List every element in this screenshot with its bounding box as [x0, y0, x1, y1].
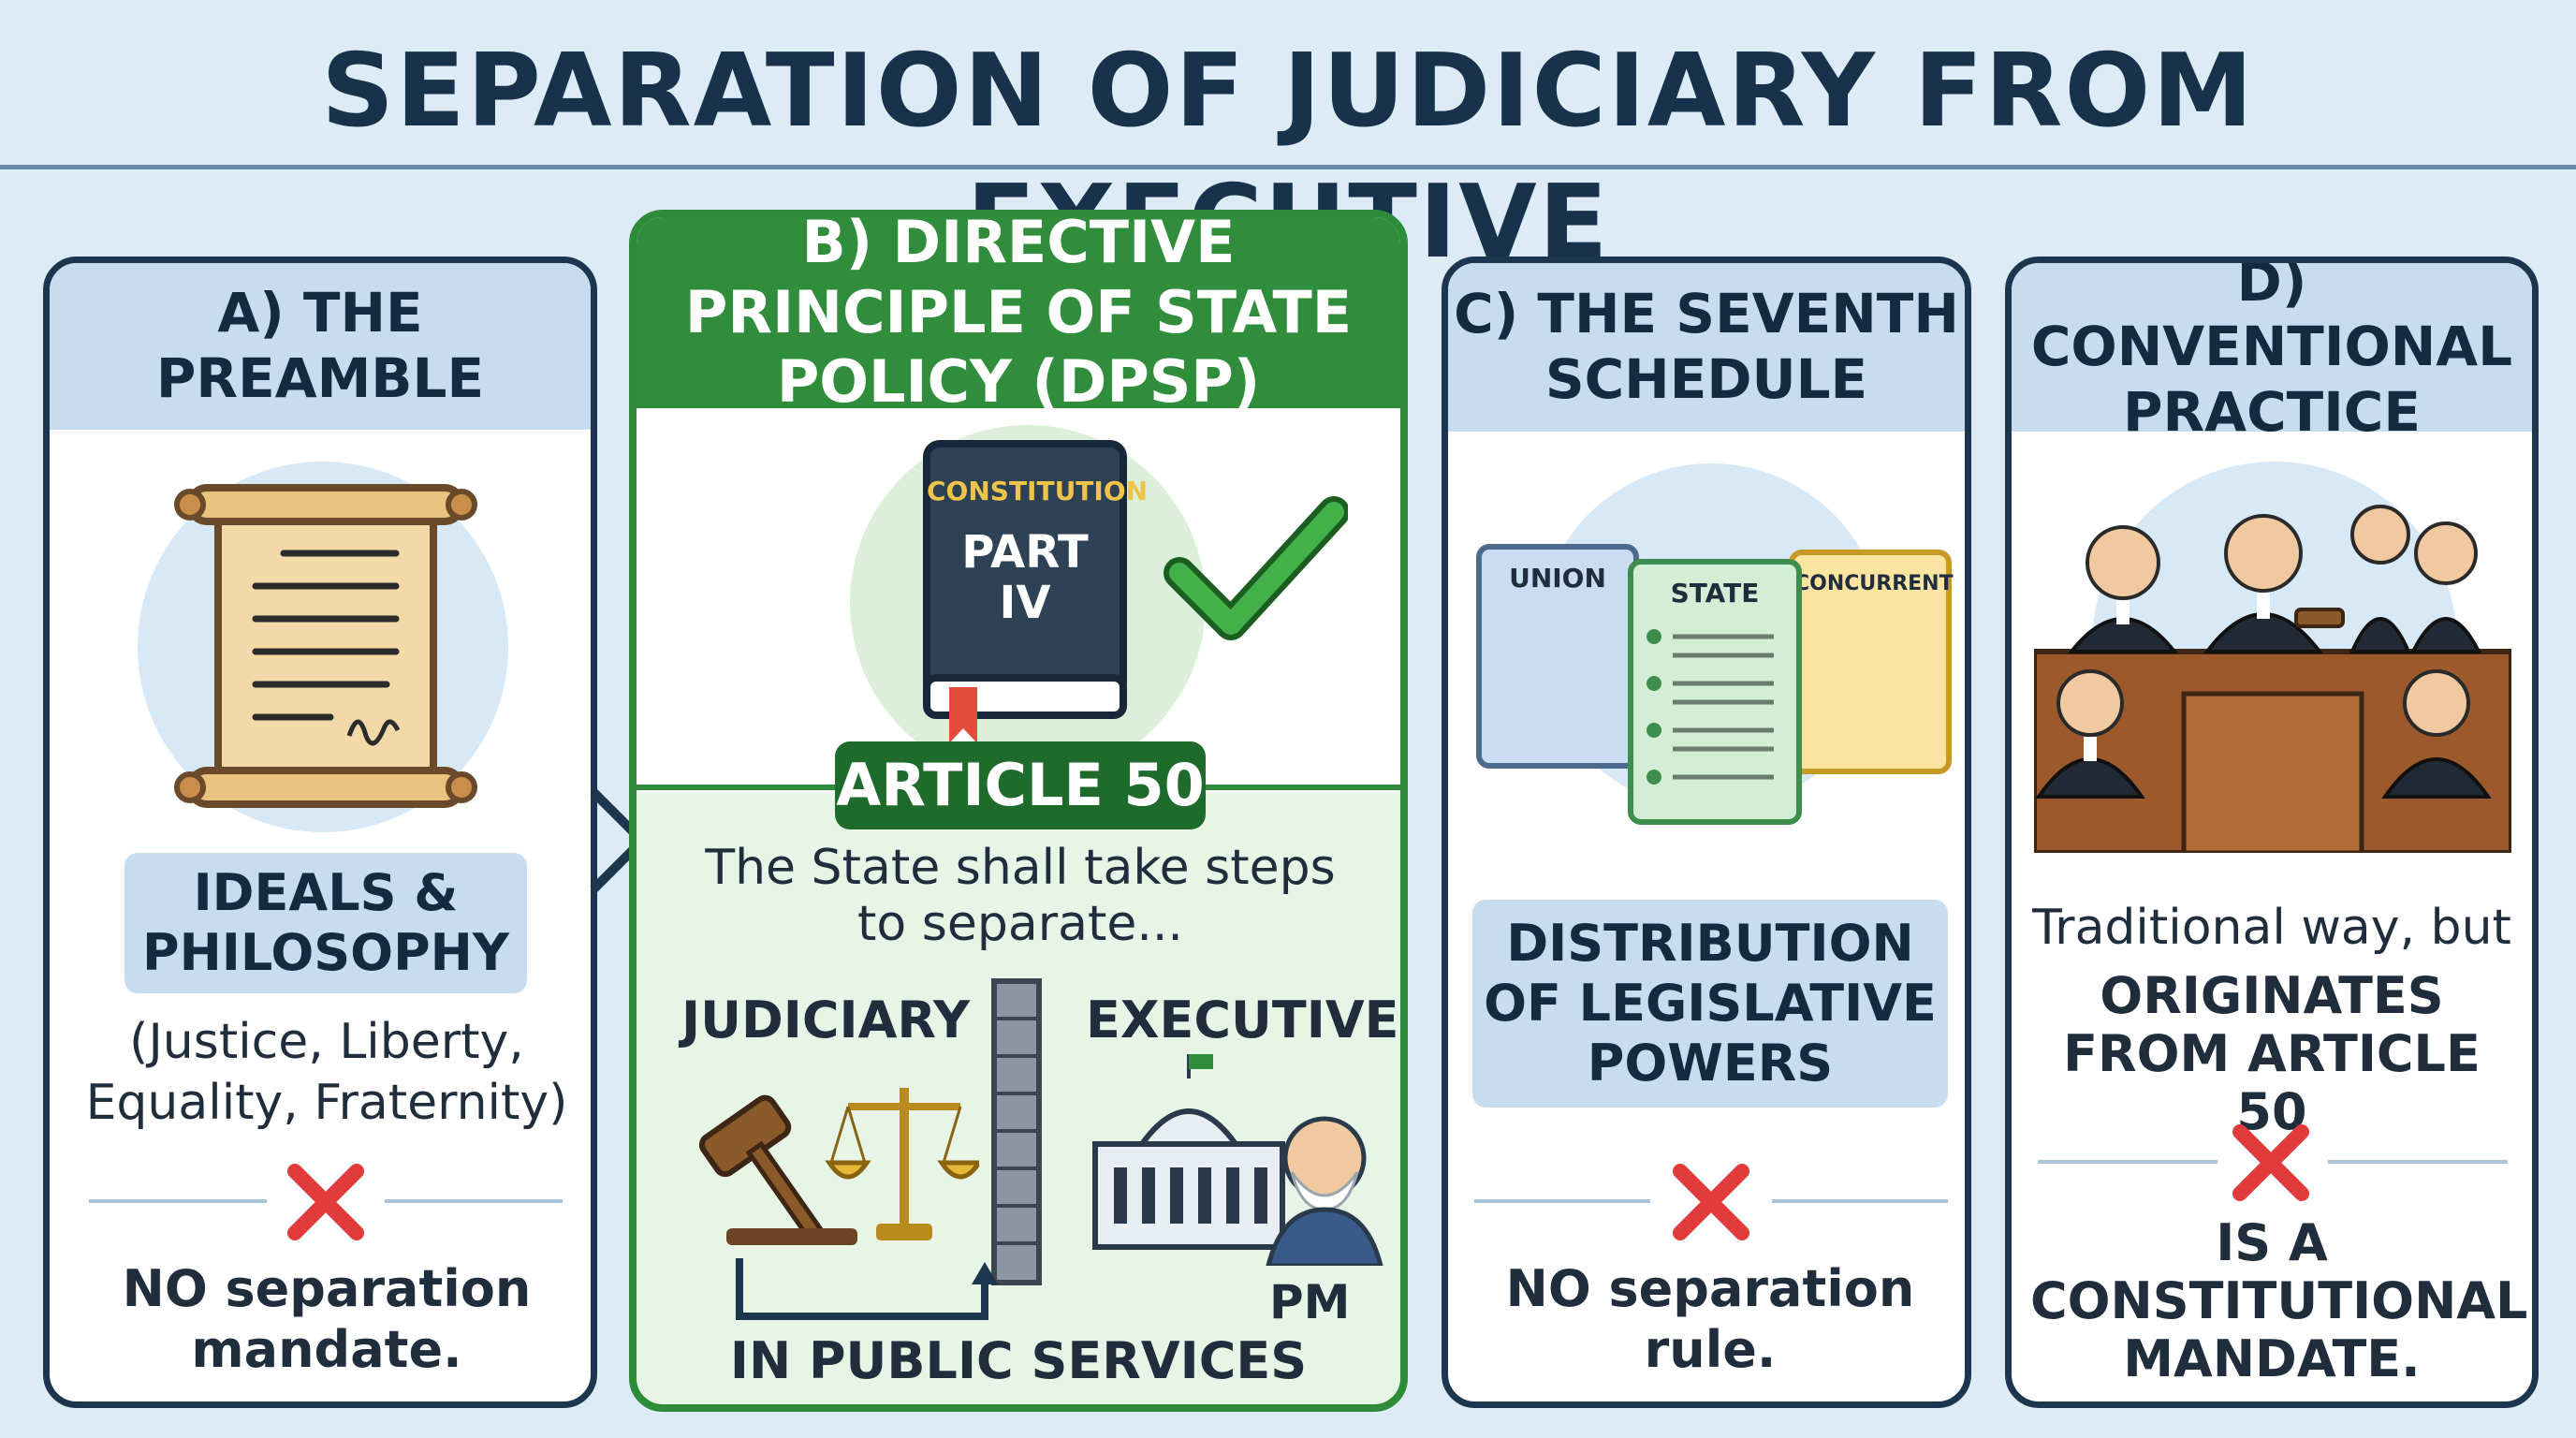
x-mark-icon	[2232, 1124, 2309, 1201]
divider-left	[1474, 1199, 1650, 1203]
constitution-book-icon	[923, 440, 1127, 743]
state-list-card: STATE	[1628, 559, 1802, 825]
panel-b-heading: B) DIRECTIVE PRINCIPLE OF STATE POLICY (…	[637, 217, 1400, 416]
mandate-verdict: IS A CONSTITUTIONAL MANDATE.	[2030, 1213, 2528, 1389]
schedule-verdict: NO separation rule.	[1505, 1259, 1915, 1379]
divider-right	[1772, 1199, 1948, 1203]
panel-dpsp: B) DIRECTIVE PRINCIPLE OF STATE POLICY (…	[629, 210, 1408, 1412]
union-list-card: UNION	[1476, 544, 1639, 769]
gavel-scales-icon	[698, 1088, 979, 1245]
divider-right	[2328, 1160, 2508, 1164]
page-title: SEPARATION OF JUDICIARY FROM EXECUTIVE	[321, 33, 2255, 281]
pm-label: PM	[1269, 1275, 1351, 1329]
executive-label: EXECUTIVE	[1086, 990, 1399, 1049]
flow-arrow-icon	[736, 1258, 998, 1320]
book-part: PART	[961, 526, 1089, 579]
judiciary-label: JUDICIARY	[681, 990, 971, 1049]
distribution-tag: DISTRIBUTION OF LEGISLATIVE POWERS	[1472, 900, 1948, 1108]
divider-left	[89, 1199, 267, 1203]
title-divider	[0, 165, 2576, 169]
panel-seventh-schedule: C) THE SEVENTH SCHEDULE UNION CONCURRENT…	[1442, 257, 1971, 1408]
panel-conventional-practice: D) CONVENTIONAL PRACTICE Traditional way…	[2005, 257, 2539, 1408]
separation-wall-icon	[991, 978, 1042, 1285]
divider-left	[2038, 1160, 2217, 1164]
concurrent-list-card: CONCURRENT	[1789, 550, 1954, 774]
state-list-lines-icon	[1647, 629, 1774, 785]
ideals-list: (Justice, Liberty, Equality, Fraternity)	[85, 1014, 568, 1131]
article-50-badge: ARTICLE 50	[835, 741, 1206, 829]
check-mark-icon	[1164, 496, 1348, 640]
panel-d-heading: D) CONVENTIONAL PRACTICE	[2012, 263, 2532, 444]
panel-c-heading: C) THE SEVENTH SCHEDULE	[1448, 263, 1965, 432]
parliament-pm-icon	[1092, 1054, 1383, 1266]
judges-bench-icon	[2034, 505, 2511, 853]
panel-preamble: A) THE PREAMBLE IDEALS & PHILOSOPHY (Jus…	[43, 257, 597, 1408]
x-mark-icon	[1673, 1164, 1749, 1240]
traditional-line: Traditional way, but	[2032, 900, 2511, 956]
public-services-footer: IN PUBLIC SERVICES	[729, 1331, 1308, 1390]
originates-line: ORIGINATES FROM ARTICLE 50	[2063, 966, 2481, 1142]
divider-right	[385, 1199, 563, 1203]
preamble-verdict: NO separation mandate.	[122, 1259, 532, 1379]
scroll-icon	[174, 484, 477, 808]
ideals-tag: IDEALS & PHILOSOPHY	[124, 853, 527, 993]
panel-a-heading: A) THE PREAMBLE	[50, 263, 591, 430]
book-title: CONSTITUTION	[927, 476, 1149, 506]
x-mark-icon	[287, 1164, 364, 1240]
book-numeral: IV	[999, 577, 1051, 629]
article-quote: The State shall take steps to separate..…	[705, 840, 1336, 952]
